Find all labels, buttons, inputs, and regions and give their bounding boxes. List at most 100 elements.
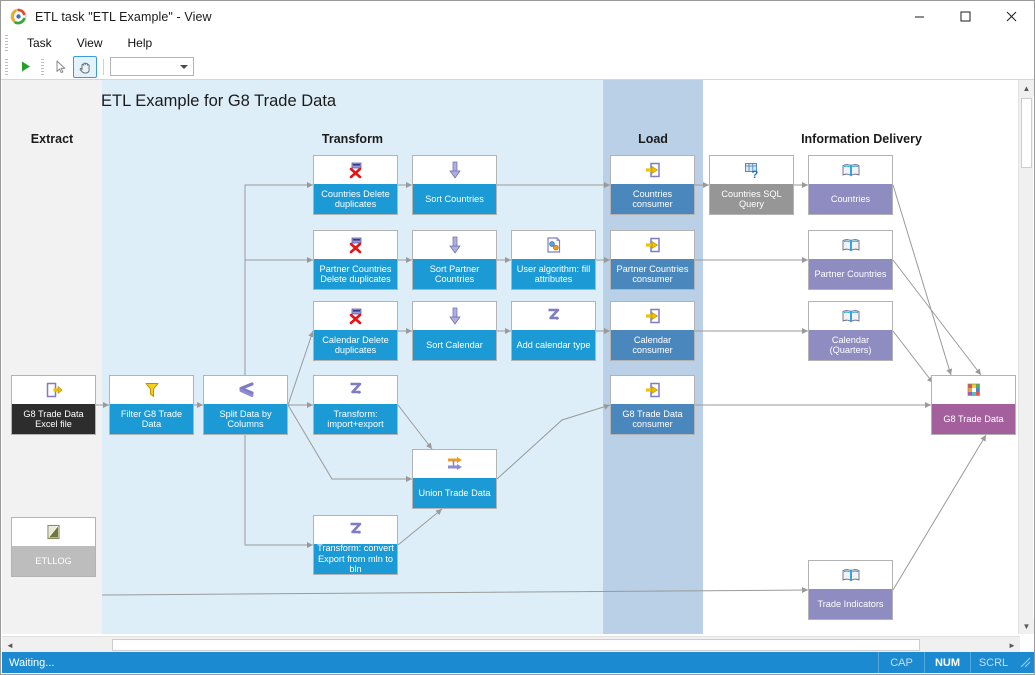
diagram-node-etllog[interactable]: ETLLOG bbox=[11, 517, 96, 577]
diagram-node-sort_countries[interactable]: Sort Countries bbox=[412, 155, 497, 215]
node-label: G8 Trade Data consumer bbox=[611, 404, 694, 434]
node-label: G8 Trade Data Excel file bbox=[12, 404, 95, 434]
node-label: User algorithm: fill attributes bbox=[512, 259, 595, 289]
band-label-extract: Extract bbox=[30, 132, 74, 146]
scroll-down-icon[interactable]: ▼ bbox=[1019, 618, 1034, 634]
diagram-node-transform_imp_exp[interactable]: Transform: import+export bbox=[313, 375, 398, 435]
menu-task[interactable]: Task bbox=[16, 33, 63, 53]
excel-source-icon bbox=[12, 376, 95, 404]
node-label: Add calendar type bbox=[512, 330, 595, 360]
run-button[interactable] bbox=[13, 56, 37, 78]
node-label: Calendar Delete duplicates bbox=[314, 330, 397, 360]
band-label-delivery: Information Delivery bbox=[801, 132, 922, 146]
diagram-node-calendar_consumer[interactable]: Calendar consumer bbox=[610, 301, 695, 361]
transform-z-icon bbox=[314, 376, 397, 404]
menu-grip bbox=[5, 35, 8, 51]
window-title: ETL task "ETL Example" - View bbox=[35, 9, 212, 24]
user-algorithm-icon bbox=[512, 231, 595, 259]
book-icon bbox=[809, 561, 892, 589]
zoom-combo-box[interactable] bbox=[110, 57, 194, 76]
node-label: Filter G8 Trade Data bbox=[110, 404, 193, 434]
node-label: G8 Trade Data bbox=[932, 404, 1015, 434]
diagram-node-union_trade_data[interactable]: Union Trade Data bbox=[412, 449, 497, 509]
tool-bar bbox=[1, 54, 1034, 80]
node-label: Calendar (Quarters) bbox=[809, 330, 892, 360]
node-label: Partner Countries bbox=[809, 259, 892, 289]
node-label: Split Data by Columns bbox=[204, 404, 287, 434]
horizontal-scroll-thumb[interactable] bbox=[112, 639, 920, 651]
diagram-node-trade_indicators[interactable]: Trade Indicators bbox=[808, 560, 893, 620]
scroll-right-icon[interactable]: ► bbox=[1004, 637, 1020, 653]
transform-z-icon bbox=[314, 516, 397, 544]
menu-task-label: Task bbox=[27, 36, 52, 50]
vertical-scroll-thumb[interactable] bbox=[1021, 98, 1032, 168]
diagram-node-countries[interactable]: Countries bbox=[808, 155, 893, 215]
svg-text:?: ? bbox=[751, 169, 758, 179]
chevron-down-icon bbox=[180, 64, 188, 69]
sql-query-icon: ? bbox=[710, 156, 793, 184]
diagram-node-transform_convert[interactable]: Transform: convert Export from mln to bl… bbox=[313, 515, 398, 575]
node-label: Countries Delete duplicates bbox=[314, 184, 397, 214]
union-icon bbox=[413, 450, 496, 478]
node-label: ETLLOG bbox=[12, 546, 95, 576]
consumer-icon bbox=[611, 302, 694, 330]
filter-icon bbox=[110, 376, 193, 404]
book-icon bbox=[809, 156, 892, 184]
node-label: Sort Calendar bbox=[413, 330, 496, 360]
toolbar-grip-2[interactable] bbox=[41, 58, 44, 75]
diagram-node-countries_delete_dup[interactable]: Countries Delete duplicates bbox=[313, 155, 398, 215]
diagram-node-g8_consumer[interactable]: G8 Trade Data consumer bbox=[610, 375, 695, 435]
band-label-load: Load bbox=[638, 132, 668, 146]
title-bar: ETL task "ETL Example" - View bbox=[1, 1, 1034, 32]
resize-grip-icon[interactable] bbox=[1016, 652, 1034, 673]
minimize-button[interactable] bbox=[896, 1, 942, 32]
vertical-scrollbar[interactable]: ▲ ▼ bbox=[1018, 80, 1034, 634]
scroll-up-icon[interactable]: ▲ bbox=[1019, 80, 1034, 96]
page-title: ETL Example for G8 Trade Data bbox=[101, 92, 337, 110]
diagram-node-filter_g8[interactable]: Filter G8 Trade Data bbox=[109, 375, 194, 435]
log-icon bbox=[12, 518, 95, 546]
diagram-node-g8_trade_data_cube[interactable]: G8 Trade Data bbox=[931, 375, 1016, 435]
select-tool-button[interactable] bbox=[49, 56, 73, 78]
diagram-node-g8_excel_file[interactable]: G8 Trade Data Excel file bbox=[11, 375, 96, 435]
close-button[interactable] bbox=[988, 1, 1034, 32]
diagram-node-sort_calendar[interactable]: Sort Calendar bbox=[412, 301, 497, 361]
status-indicators: CAP NUM SCRL bbox=[878, 652, 1034, 673]
horizontal-scrollbar[interactable]: ◄ ► bbox=[2, 636, 1020, 653]
delete-duplicates-icon bbox=[314, 302, 397, 330]
toolbar-grip-1[interactable] bbox=[5, 58, 8, 75]
consumer-icon bbox=[611, 231, 694, 259]
diagram-node-calendar_quarters[interactable]: Calendar (Quarters) bbox=[808, 301, 893, 361]
diagram-node-split_data[interactable]: Split Data by Columns bbox=[203, 375, 288, 435]
diagram-node-partner_consumer[interactable]: Partner Countries consumer bbox=[610, 230, 695, 290]
diagram-node-partner_countries[interactable]: Partner Countries bbox=[808, 230, 893, 290]
band-label-transform: Transform bbox=[321, 132, 384, 146]
diagram-node-sort_partner[interactable]: Sort Partner Countries bbox=[412, 230, 497, 290]
maximize-button[interactable] bbox=[942, 1, 988, 32]
node-label: Countries bbox=[809, 184, 892, 214]
diagram-node-user_algorithm[interactable]: User algorithm: fill attributes bbox=[511, 230, 596, 290]
diagram-canvas-viewport[interactable]: ETL Example for G8 Trade Data Extract Tr… bbox=[2, 80, 1020, 634]
status-bar: Waiting... CAP NUM SCRL bbox=[2, 652, 1034, 673]
sort-icon bbox=[413, 231, 496, 259]
diagram-node-partner_delete_dup[interactable]: Partner Countries Delete duplicates bbox=[313, 230, 398, 290]
node-label: Countries SQL Query bbox=[710, 184, 793, 214]
transform-z-icon bbox=[512, 302, 595, 330]
diagram-node-countries_consumer[interactable]: Countries consumer bbox=[610, 155, 695, 215]
consumer-icon bbox=[611, 376, 694, 404]
diagram-node-add_calendar_type[interactable]: Add calendar type bbox=[511, 301, 596, 361]
sort-icon bbox=[413, 156, 496, 184]
status-badge-cap: CAP bbox=[878, 652, 924, 673]
cube-icon bbox=[932, 376, 1015, 404]
pan-tool-button[interactable] bbox=[73, 55, 97, 78]
node-label: Transform: import+export bbox=[314, 404, 397, 434]
menu-help[interactable]: Help bbox=[116, 33, 163, 53]
menu-view[interactable]: View bbox=[66, 33, 114, 53]
diagram-node-countries_sql_query[interactable]: ? Countries SQL Query bbox=[709, 155, 794, 215]
status-badge-num: NUM bbox=[924, 652, 970, 673]
scroll-left-icon[interactable]: ◄ bbox=[2, 637, 18, 653]
node-label: Calendar consumer bbox=[611, 330, 694, 360]
diagram-node-calendar_delete_dup[interactable]: Calendar Delete duplicates bbox=[313, 301, 398, 361]
delete-duplicates-icon bbox=[314, 231, 397, 259]
